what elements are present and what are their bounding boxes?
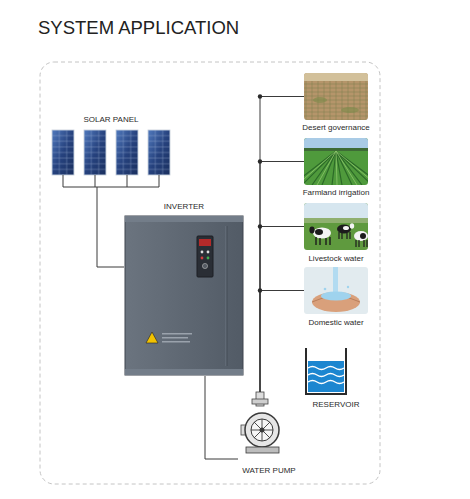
water-splash: [321, 292, 351, 301]
node-label: Desert governance: [282, 123, 390, 133]
cow: [354, 231, 368, 247]
pv-panel: [52, 130, 74, 175]
straw-grid: [304, 81, 368, 120]
cow-patch: [343, 226, 349, 230]
node-label: Livestock water: [282, 254, 390, 264]
photo-sky: [304, 73, 368, 81]
shrub-patch: [313, 97, 327, 103]
node-label: RESERVOIR: [282, 400, 390, 410]
shrub-patch: [341, 107, 359, 113]
pv-panel: [84, 130, 106, 175]
node-label: WATER PUMP: [216, 466, 322, 476]
photo-background: [304, 267, 368, 314]
wire-connector: [260, 227, 304, 393]
control-panel: [197, 236, 213, 277]
water-stream: [333, 267, 338, 294]
wire-connector: [260, 291, 304, 393]
pipe-junction: [258, 224, 262, 228]
node-label: INVERTER: [102, 202, 266, 212]
inverter-bracket: [125, 216, 243, 222]
key-button: [201, 257, 204, 260]
impeller-blades: [251, 419, 273, 441]
wire-connector: [97, 187, 124, 267]
cow-legs: [316, 237, 330, 245]
cow-body: [313, 228, 331, 239]
inverter-body: [125, 216, 243, 375]
inverter-bracket: [125, 369, 243, 375]
application-photo: Domestic water: [304, 267, 368, 327]
pv-panel: [148, 130, 170, 175]
crop-rows: [304, 151, 368, 185]
photo-hills: [304, 218, 368, 223]
pv-panel: [116, 130, 138, 175]
wire-connector: [205, 376, 238, 459]
photo-grass: [304, 203, 368, 250]
label-line: [162, 341, 190, 343]
label-line: [162, 333, 192, 335]
cow-head: [309, 227, 314, 234]
reservoir-waves: [308, 367, 344, 384]
knob: [202, 263, 207, 268]
key-button: [201, 251, 204, 254]
key-button: [207, 257, 210, 260]
application-photo: Livestock water: [304, 203, 368, 263]
display-screen: [199, 239, 211, 246]
application-photo: Farmland irrigation: [304, 138, 368, 198]
node-label: Farmland irrigation: [282, 188, 390, 198]
inverter-unit: INVERTER: [124, 202, 244, 376]
water-pump: WATER PUMP: [238, 392, 300, 476]
warning-triangle: [146, 332, 158, 343]
cupped-hands: [312, 292, 360, 312]
crop-rows: [304, 151, 368, 185]
inverter-groove: [227, 226, 228, 366]
water-drop: [347, 286, 349, 288]
wire-connector: [260, 97, 304, 393]
solar-panel-array: SOLAR PANEL: [50, 113, 172, 187]
photo-ground: [304, 73, 368, 120]
inverter-groove: [226, 226, 227, 366]
pump-hub: [260, 428, 265, 433]
label-line: [162, 337, 188, 339]
photo-sky: [304, 203, 368, 219]
water-drop: [324, 288, 327, 291]
cow-body: [354, 231, 368, 241]
farmland-photo: [304, 138, 368, 185]
desert-photo: [304, 73, 368, 120]
wire-connector: [260, 162, 304, 393]
pump-base: [246, 447, 279, 453]
panel-wire: [63, 175, 159, 187]
cow-head: [350, 223, 354, 229]
cow: [337, 223, 354, 239]
photo-sky: [304, 138, 368, 149]
pipe-junction: [258, 94, 262, 98]
tree-line: [304, 148, 368, 151]
pump-housing: [245, 413, 279, 447]
key-button: [207, 251, 210, 254]
panel-wiring: [63, 175, 159, 187]
connector-group: [97, 94, 304, 459]
pipe-junction: [258, 288, 262, 292]
diagram-title: SYSTEM APPLICATION: [38, 17, 239, 39]
cow-legs: [356, 240, 367, 247]
pump-valve: [252, 399, 268, 404]
reservoir-tank: [306, 348, 346, 394]
cow-patch: [360, 233, 366, 239]
livestock-photo: [304, 203, 368, 250]
reservoir-water: [308, 361, 344, 392]
node-label: Domestic water: [282, 318, 390, 328]
reservoir-tank: RESERVOIR: [304, 347, 368, 411]
pipe-junction: [258, 159, 262, 163]
cow: [309, 227, 331, 245]
cow-legs: [339, 232, 350, 239]
node-label: SOLAR PANEL: [28, 115, 194, 125]
cow-patch: [315, 229, 323, 235]
pump-impeller: [251, 419, 273, 441]
application-photo: Desert governance: [304, 73, 368, 133]
water-photo: [304, 267, 368, 314]
